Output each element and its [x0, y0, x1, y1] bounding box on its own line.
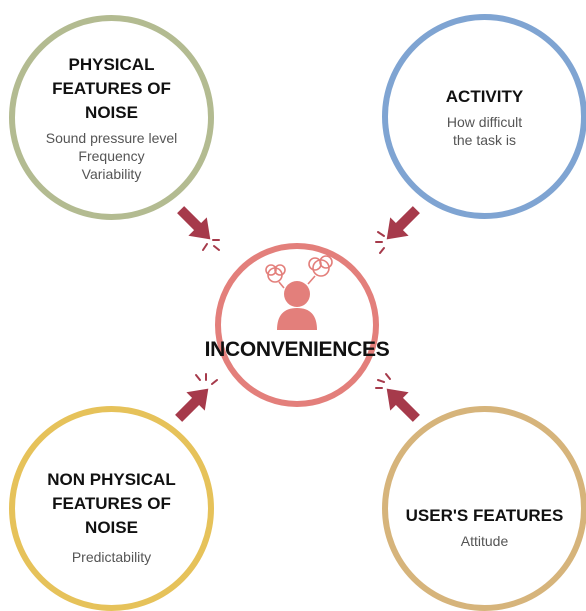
arrow-icon: [375, 206, 420, 254]
physical-features-circle: PHYSICAL FEATURES OF NOISE Sound pressur…: [9, 15, 214, 220]
nonphysical-title-line-3: NOISE: [85, 518, 138, 537]
users-features-list: Attitude: [461, 532, 508, 550]
activity-title: ACTIVITY: [445, 86, 524, 106]
non-physical-features-circle: NON PHYSICAL FEATURES OF NOISE Predictab…: [9, 406, 214, 611]
person-icon: [277, 281, 317, 330]
activity-list: How difficult the task is: [447, 113, 522, 149]
physical-title-line-2: FEATURES OF: [52, 78, 171, 98]
nonphysical-item: Predictability: [71, 549, 152, 565]
users-features-circle: USER'S FEATURES Attitude: [382, 406, 586, 611]
speech-bubble-icon: [307, 255, 333, 285]
activity-circle: ACTIVITY How difficult the task is: [382, 14, 586, 219]
non-physical-features-title: NON PHYSICAL FEATURES OF NOISE: [47, 468, 175, 540]
arrow-icon: [375, 373, 420, 422]
users-item: Attitude: [460, 533, 509, 549]
non-physical-features-list: Predictability: [72, 548, 151, 566]
nonphysical-title-line-1: NON PHYSICAL: [47, 470, 176, 489]
physical-item: Sound pressure level: [45, 129, 178, 146]
activity-item: How difficult: [446, 113, 523, 130]
physical-features-list: Sound pressure level Frequency Variabili…: [46, 129, 178, 183]
physical-title-line-1: PHYSICAL: [68, 54, 155, 74]
arrow-icon: [177, 206, 220, 251]
nonphysical-title-line-2: FEATURES OF: [52, 494, 171, 513]
physical-features-title: PHYSICAL FEATURES OF NOISE: [52, 53, 171, 125]
users-features-title: USER'S FEATURES: [405, 506, 564, 525]
physical-title-line-3: NOISE: [85, 102, 138, 122]
activity-item: the task is: [452, 131, 517, 148]
arrow-icon: [175, 373, 218, 422]
physical-item: Frequency: [78, 147, 145, 164]
physical-item: Variability: [81, 165, 142, 182]
inconveniences-title: INCONVENIENCES: [204, 338, 390, 361]
speech-bubble-icon: [265, 264, 286, 289]
